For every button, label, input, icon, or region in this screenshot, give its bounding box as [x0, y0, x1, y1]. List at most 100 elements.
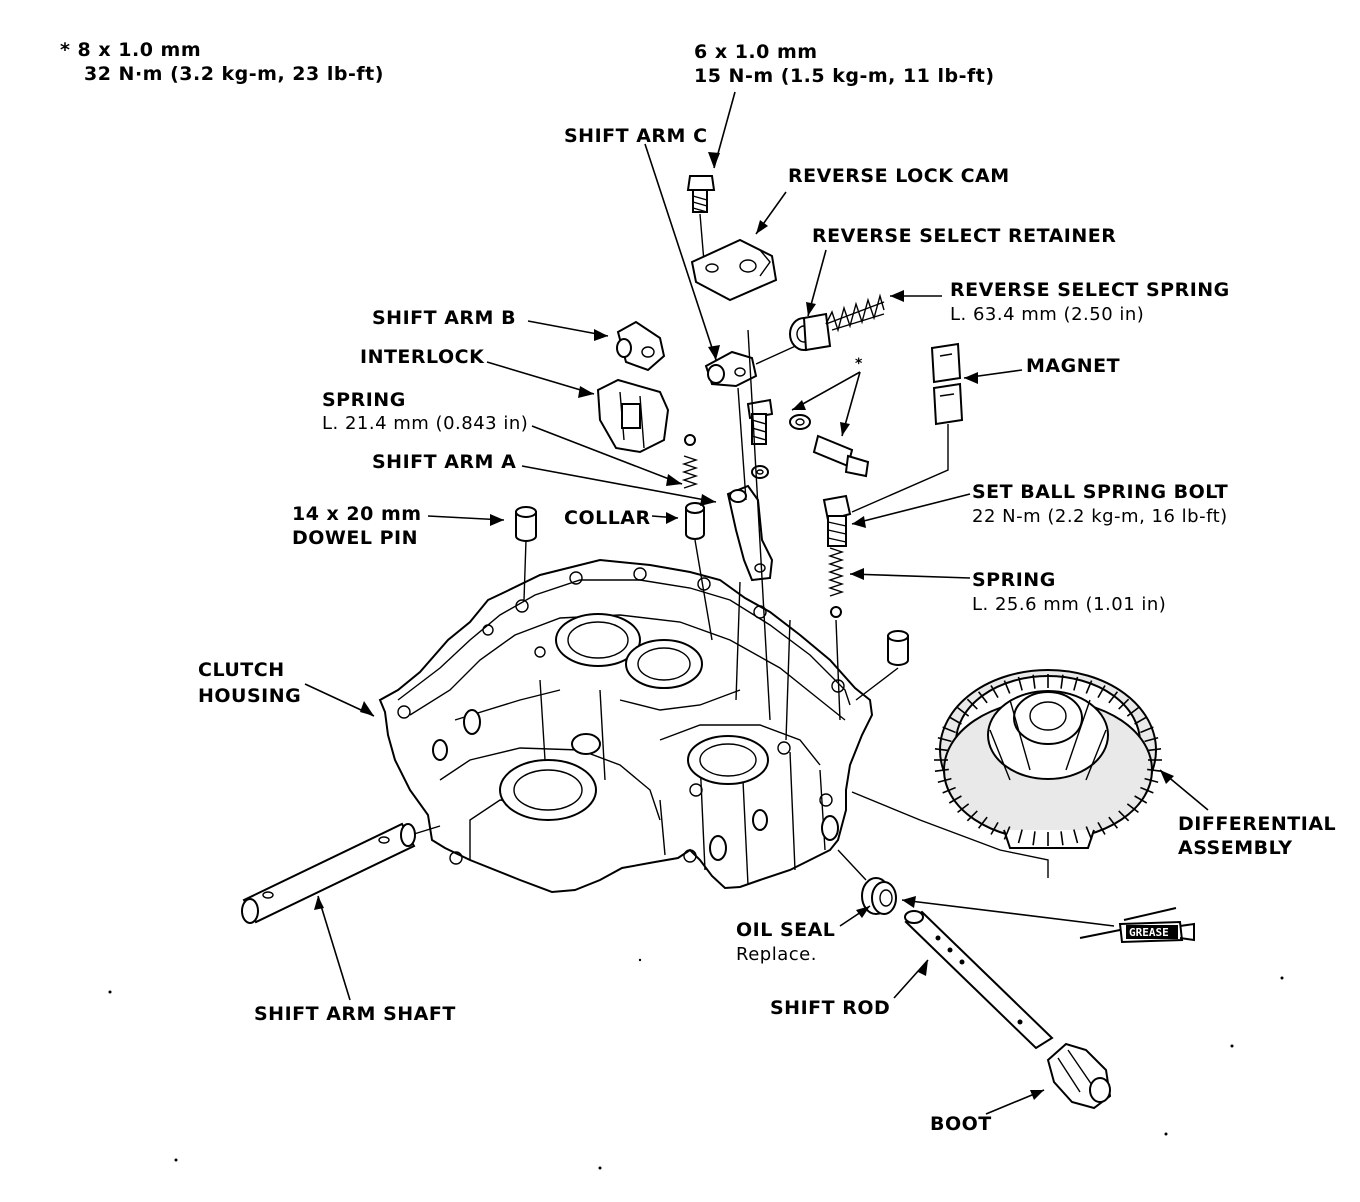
gear-tooth: [1147, 768, 1162, 773]
washer: [789, 414, 811, 430]
label-shift-rod: SHIFT ROD: [770, 997, 891, 1019]
gear-tooth: [1144, 777, 1159, 784]
gear-tooth: [937, 736, 952, 743]
clutch-housing: [378, 558, 874, 894]
gear-tooth: [934, 747, 949, 752]
shift-arm-shaft: [241, 822, 416, 924]
gear-tooth: [977, 816, 988, 829]
label-differential-2: ASSEMBLY: [1178, 837, 1293, 859]
bolt-6mm-torque: 15 N-m (1.5 kg-m, 11 lb-ft): [694, 65, 995, 87]
gear-tooth: [1017, 676, 1023, 691]
gear-tooth: [1003, 826, 1011, 840]
gear-tooth: [1032, 831, 1036, 846]
asterisk-marker: *: [855, 356, 863, 372]
gear-tooth: [1032, 674, 1036, 689]
small-seal: [751, 465, 769, 479]
arrowheads: [314, 152, 1174, 1100]
label-differential-1: DIFFERENTIAL: [1178, 813, 1337, 835]
label-interlock: INTERLOCK: [360, 346, 485, 368]
gear-tooth: [1085, 680, 1093, 694]
gear-tooth: [1073, 676, 1079, 691]
detent-bolt-lower: [812, 434, 870, 478]
shift-arm-c: [704, 350, 758, 388]
reverse-select-spring: [825, 293, 885, 333]
gear-tooth: [1118, 810, 1130, 822]
gear-tooth: [942, 786, 956, 794]
collar: [685, 502, 705, 540]
dowel-pin-size: 14 x 20 mm: [292, 503, 422, 525]
gear-tooth: [990, 685, 999, 699]
gear-tooth: [934, 768, 949, 773]
gear-tooth: [1134, 795, 1148, 804]
gear-tooth: [1126, 707, 1139, 717]
label-spring-small: SPRING: [322, 389, 406, 411]
shift-rod: [904, 910, 1054, 1050]
gear-tooth: [1134, 716, 1148, 725]
reverse-lock-cam: [690, 238, 778, 302]
spring-small-length: L. 21.4 mm (0.843 in): [322, 413, 529, 434]
gear-tooth: [1097, 685, 1106, 699]
gear-tooth: [990, 821, 999, 835]
label-boot: BOOT: [930, 1113, 992, 1135]
boot: [1046, 1042, 1112, 1110]
gear-tooth: [966, 698, 978, 710]
gear-tooth: [1073, 829, 1079, 844]
gear-tooth: [977, 691, 988, 704]
magnet: [930, 342, 964, 426]
bolt-8mm-torque: 32 N·m (3.2 kg-m, 23 lb-ft): [84, 63, 384, 85]
gear-tooth: [1144, 736, 1159, 743]
dowel-pin: [515, 506, 537, 542]
oil-seal: [861, 877, 897, 915]
label-dowel-pin: DOWEL PIN: [292, 527, 418, 549]
gear-tooth: [966, 810, 978, 822]
gear-tooth: [948, 716, 962, 725]
gear-tooth: [1060, 674, 1064, 689]
oil-seal-note: Replace.: [736, 944, 817, 965]
bolt-8mm-size: * 8 x 1.0 mm: [60, 39, 202, 61]
reverse-select-spring-length: L. 63.4 mm (2.50 in): [950, 304, 1145, 325]
label-oil-seal: OIL SEAL: [736, 919, 836, 941]
label-set-ball-spring-bolt: SET BALL SPRING BOLT: [972, 481, 1229, 503]
gear-tooth: [1003, 680, 1011, 694]
gear-tooth: [1126, 803, 1139, 813]
shift-arm-b: [616, 320, 666, 372]
label-reverse-select-retainer: REVERSE SELECT RETAINER: [812, 225, 1117, 247]
label-shift-arm-b: SHIFT ARM B: [372, 307, 517, 329]
gear-tooth: [948, 795, 962, 804]
gear-tooth: [1147, 747, 1162, 752]
gear-tooth: [1060, 831, 1064, 846]
gear-tooth: [1108, 691, 1119, 704]
bolt-6mm: [686, 175, 716, 213]
label-clutch-housing-1: CLUTCH: [198, 659, 285, 681]
grease-icon: GREASE: [1079, 907, 1195, 944]
gear-tooth: [937, 777, 952, 784]
gear-tooth: [1118, 698, 1130, 710]
scan-dots: [108, 958, 1284, 1170]
set-ball-spring-bolt: [822, 494, 852, 618]
gear-tooth: [1097, 821, 1106, 835]
detent-bolt-upper: [746, 398, 774, 445]
gear-tooth: [957, 803, 970, 813]
set-ball-spring-bolt-torque: 22 N-m (2.2 kg-m, 16 lb-ft): [972, 506, 1228, 527]
shift-arm-a: [726, 484, 774, 582]
label-shift-arm-c: SHIFT ARM C: [564, 125, 708, 147]
gear-tooth: [1085, 826, 1093, 840]
reverse-select-retainer: [789, 312, 832, 352]
grease-label: GREASE: [1129, 926, 1169, 939]
label-collar: COLLAR: [564, 507, 651, 529]
interlock: [596, 378, 670, 454]
spring-large-length: L. 25.6 mm (1.01 in): [972, 594, 1167, 615]
label-shift-arm-shaft: SHIFT ARM SHAFT: [254, 1003, 456, 1025]
differential-gear: [934, 669, 1162, 849]
gear-tooth: [1140, 786, 1154, 794]
gear-tooth: [1108, 816, 1119, 829]
label-spring-large: SPRING: [972, 569, 1056, 591]
gear-tooth: [942, 726, 956, 734]
gear-tooth: [1017, 829, 1023, 844]
gear-tooth: [1140, 726, 1154, 734]
gear-tooth: [957, 707, 970, 717]
label-shift-arm-a: SHIFT ARM A: [372, 451, 517, 473]
bolt-6mm-size: 6 x 1.0 mm: [694, 41, 818, 63]
label-magnet: MAGNET: [1026, 355, 1121, 377]
